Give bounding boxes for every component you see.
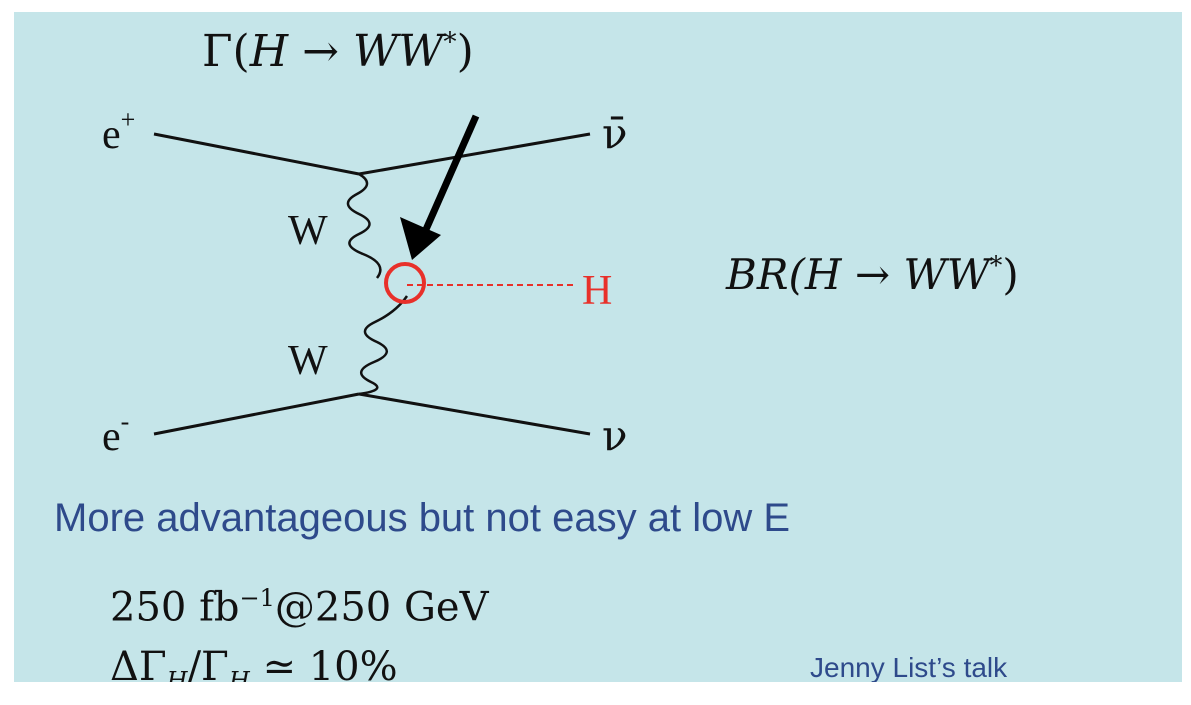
credit-text: Jenny List’s talk [810,652,1008,682]
slide: e+ e- ν̄ ν W W H Γ(H → WW*) BR(H → WW*) … [14,12,1182,682]
label-positron: e+ [102,105,135,158]
positron-line [153,132,360,176]
caption-text: More advantageous but not easy at low E [54,496,791,540]
label-neutrino: ν [602,411,628,460]
label-higgs: H [582,268,612,314]
feynman-diagram: e+ e- ν̄ ν W W H [102,105,628,460]
hww-vertex-circle [384,262,426,304]
electron-line [153,392,360,436]
label-antineutrino: ν̄ [602,109,628,158]
pointer-arrow-shaft [420,114,480,236]
branching-ratio-formula: BR(H → WW*) [726,250,1019,299]
w-boson-lower [358,295,409,396]
pointer-arrow-head [400,217,441,260]
neutrino-line [358,392,591,436]
luminosity-formula: 250 fb−1@250 GeV [110,584,489,631]
width-precision-formula: ΔΓH/ΓH ≃ 10% [110,644,398,682]
w-boson-upper [346,172,382,279]
label-w-upper: W [288,208,328,254]
label-w-lower: W [288,338,328,384]
antineutrino-line [358,132,591,176]
gamma-width-formula: Γ(H → WW*) [202,26,474,77]
label-electron: e- [102,407,129,460]
